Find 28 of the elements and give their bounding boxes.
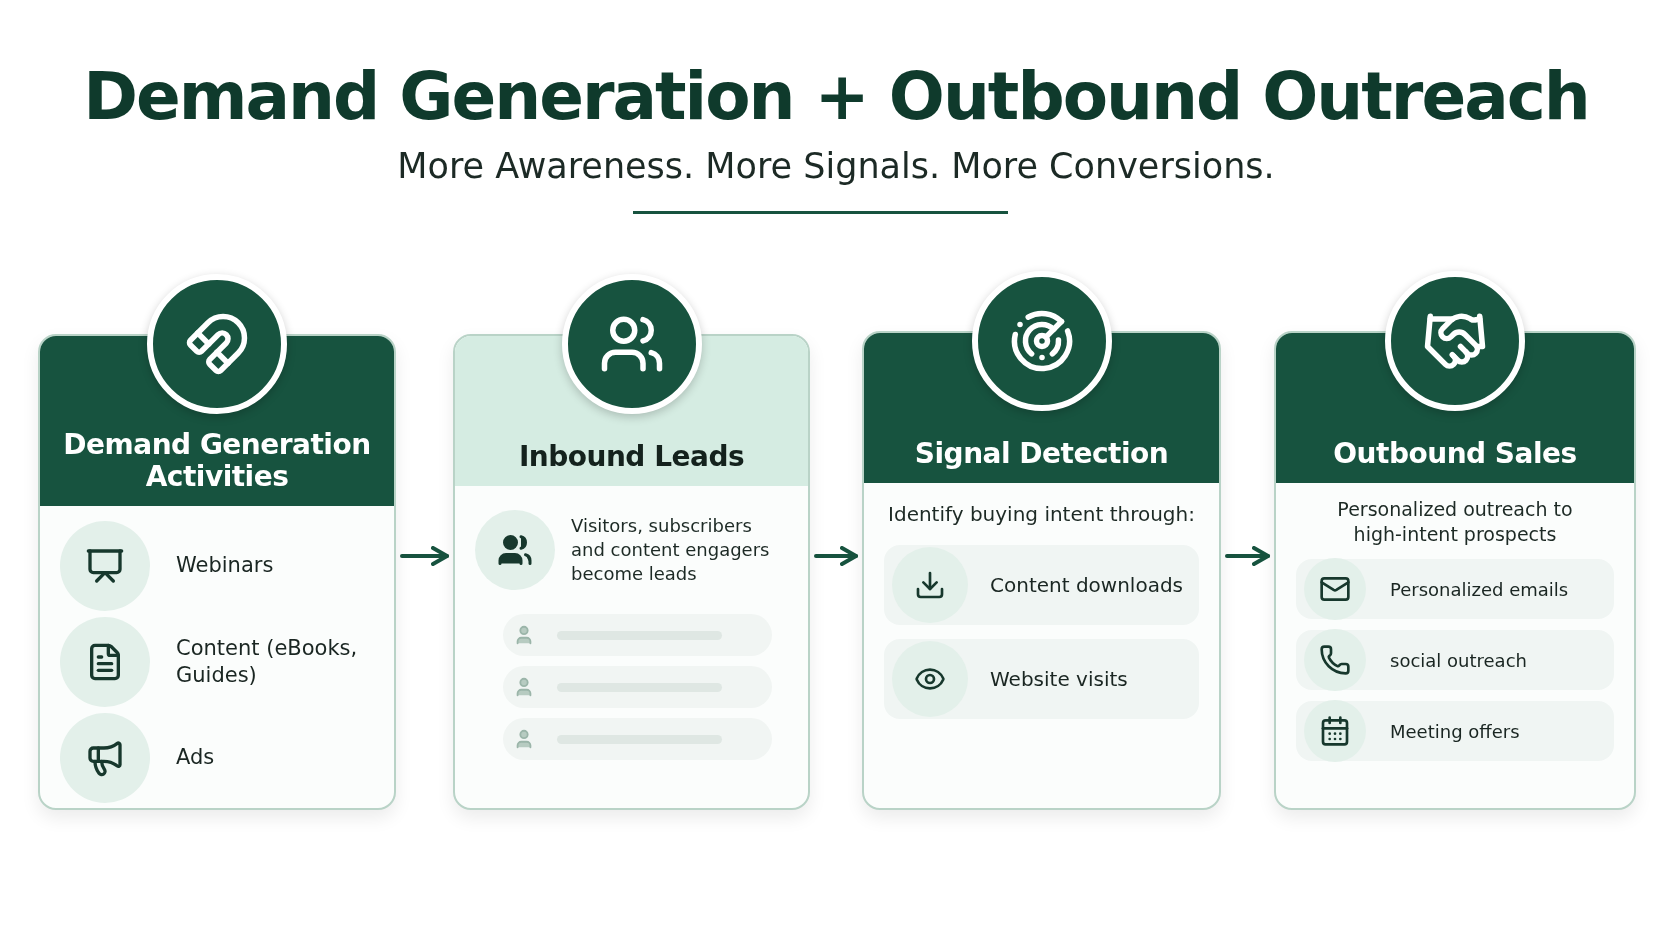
item-label: Content (eBooks, Guides) <box>176 634 359 689</box>
card-heading: Demand Generation Activities <box>62 429 372 492</box>
item-label: social outreach <box>1390 648 1527 673</box>
placeholder-bar <box>503 718 772 760</box>
card-description: Identify buying intent through: <box>887 501 1196 527</box>
item-label: Personalized emails <box>1390 577 1569 602</box>
arrow <box>814 546 858 566</box>
item-row <box>1296 630 1614 691</box>
arrow <box>1225 546 1270 566</box>
card-heading: Outbound Sales <box>1333 437 1577 469</box>
item-label: Content downloads <box>990 572 1184 598</box>
item-label: Meeting offers <box>1390 719 1520 744</box>
item-label: Webinars <box>176 552 274 580</box>
placeholder-bar <box>503 666 772 708</box>
item-row <box>884 545 1199 625</box>
item-row <box>1296 701 1614 762</box>
item-row <box>1296 559 1614 620</box>
card-description: Personalized outreach to high-intent prospects <box>1336 497 1574 547</box>
item-label: Website visits <box>990 666 1128 692</box>
title: Demand Generation + Outbound Outreach <box>82 58 1590 135</box>
subtitle: More Awareness. More Signals. More Conversions. <box>396 146 1276 186</box>
card-heading: Inbound Leads <box>518 440 745 472</box>
placeholder-bar <box>503 614 772 656</box>
arrow <box>400 546 449 566</box>
card-description: Visitors, subscribers and content engagers become leads <box>571 514 771 586</box>
item-row <box>884 639 1199 719</box>
card-heading: Signal Detection <box>914 437 1169 469</box>
item-label: Ads <box>176 744 215 772</box>
